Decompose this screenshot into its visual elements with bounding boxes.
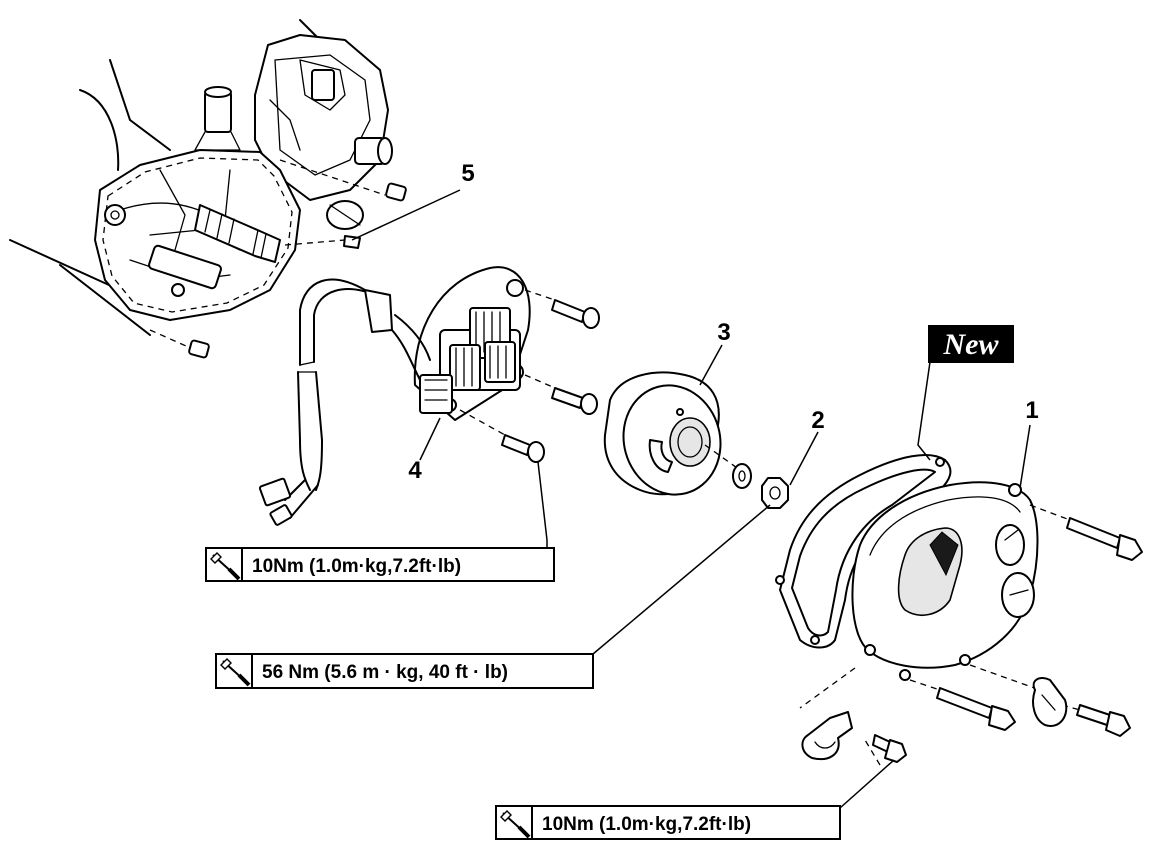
torque-spec-clamp-bolt: 10Nm (1.0m·kg,7.2ft·lb) [495,805,841,840]
torque-label-rotor: 56 Nm (5.6 m · kg, 40 ft · lb) [262,662,508,683]
cable-clamps [799,667,1068,766]
torque-wrench-icon [220,658,251,687]
leader-lines [351,189,1031,809]
new-badge: New [928,325,1014,363]
callout-1: 1 [1025,397,1038,424]
torque-label-clamp: 10Nm (1.0m·kg,7.2ft·lb) [542,814,751,835]
engine-crankcase [9,19,407,359]
torque-spec-rotor-nut: 56 Nm (5.6 m · kg, 40 ft · lb) [215,653,594,689]
washer-and-nut [732,463,789,509]
stator-screws [459,289,600,463]
torque-wrench-icon [210,552,241,581]
callout-2: 2 [811,407,824,434]
stator-assembly [391,266,531,421]
generator-cover [851,481,1039,681]
callout-4: 4 [408,457,422,484]
wire-harness [258,278,393,526]
cover-bolts [909,504,1143,737]
torque-spec-stator-bolts: 10Nm (1.0m·kg,7.2ft·lb) [205,547,555,582]
torque-label-stator: 10Nm (1.0m·kg,7.2ft·lb) [252,556,461,577]
rotor [603,371,741,496]
callout-3: 3 [717,319,730,346]
torque-wrench-icon [500,810,531,839]
new-badge-label: New [943,328,1000,361]
callout-5: 5 [461,160,474,187]
